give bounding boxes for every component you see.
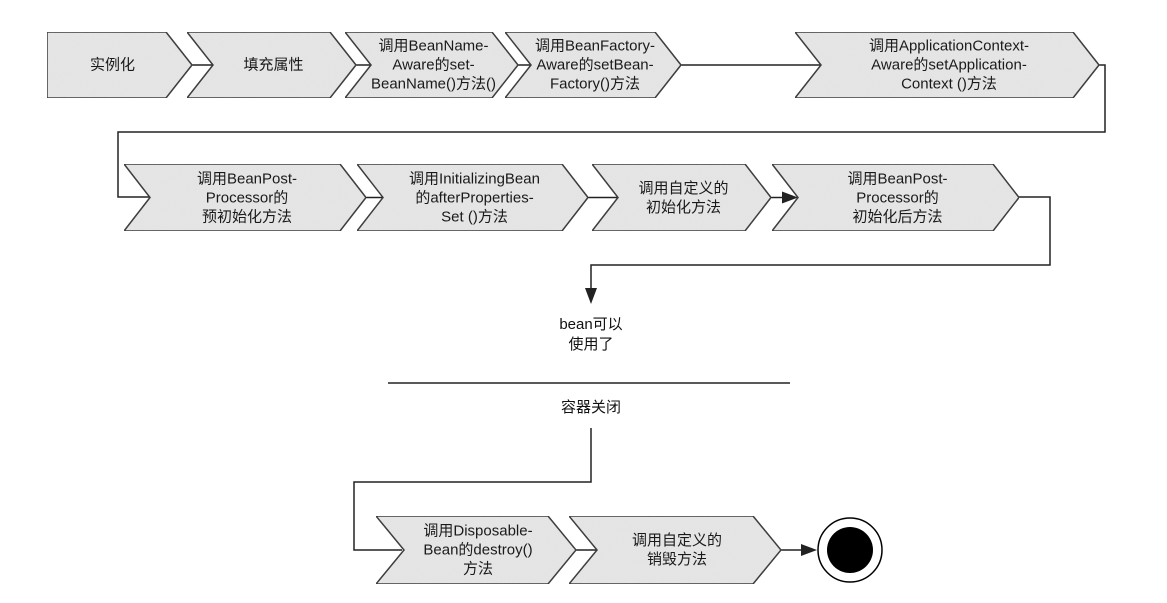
connector-row1-row2 [117, 64, 1106, 198]
step-disposable-bean [374, 515, 577, 585]
step-bpp-after-init [770, 163, 1020, 232]
step-instantiate [46, 31, 193, 99]
arrowhead-down-icon [585, 288, 597, 304]
step-label-bpp-after-init: 调用BeanPost- Processor的 初始化后方法 [847, 170, 948, 225]
step-label-instantiate: 实例化 [89, 56, 136, 74]
step-bean-factory-aware [503, 31, 682, 99]
step-custom-destroy [567, 515, 782, 585]
step-label-application-context-aware: 调用ApplicationContext- Aware的setApplicati… [868, 37, 1030, 93]
step-label-bean-name-aware: 调用BeanName- Aware的set- BeanName()方法() [370, 37, 497, 93]
step-label-bpp-before-init: 调用BeanPost- Processor的 预初始化方法 [196, 170, 298, 225]
step-application-context-aware [793, 31, 1100, 99]
step-bpp-before-init [122, 163, 367, 232]
step-label-custom-init: 调用自定义的 初始化方法 [638, 179, 729, 216]
final-state-dot-icon [827, 527, 873, 573]
connector-closed-destroy [353, 428, 592, 551]
step-label-disposable-bean: 调用Disposable- Bean的destroy() 方法 [423, 522, 533, 578]
state-container-closed: 容器关闭 [560, 399, 622, 416]
step-label-custom-destroy: 调用自定义的 销毁方法 [631, 532, 723, 568]
step-bean-name-aware [343, 31, 519, 99]
steps [46, 31, 1100, 585]
arrowhead-end-icon [801, 544, 817, 556]
connector-row2-ready [590, 196, 1051, 288]
step-initializing-bean [355, 163, 589, 232]
state-bean-ready: bean可以 使用了 [559, 316, 623, 353]
step-label-populate-properties: 填充属性 [243, 56, 304, 74]
step-label-bean-factory-aware: 调用BeanFactory- Aware的setBean- Factory()方… [534, 37, 656, 93]
step-label-initializing-bean: 调用InitializingBean 的afterProperties- Set… [409, 170, 540, 225]
arrowhead-icon [782, 191, 798, 204]
connectors [117, 64, 1106, 583]
step-populate-properties [185, 31, 357, 99]
step-custom-init [590, 163, 772, 232]
